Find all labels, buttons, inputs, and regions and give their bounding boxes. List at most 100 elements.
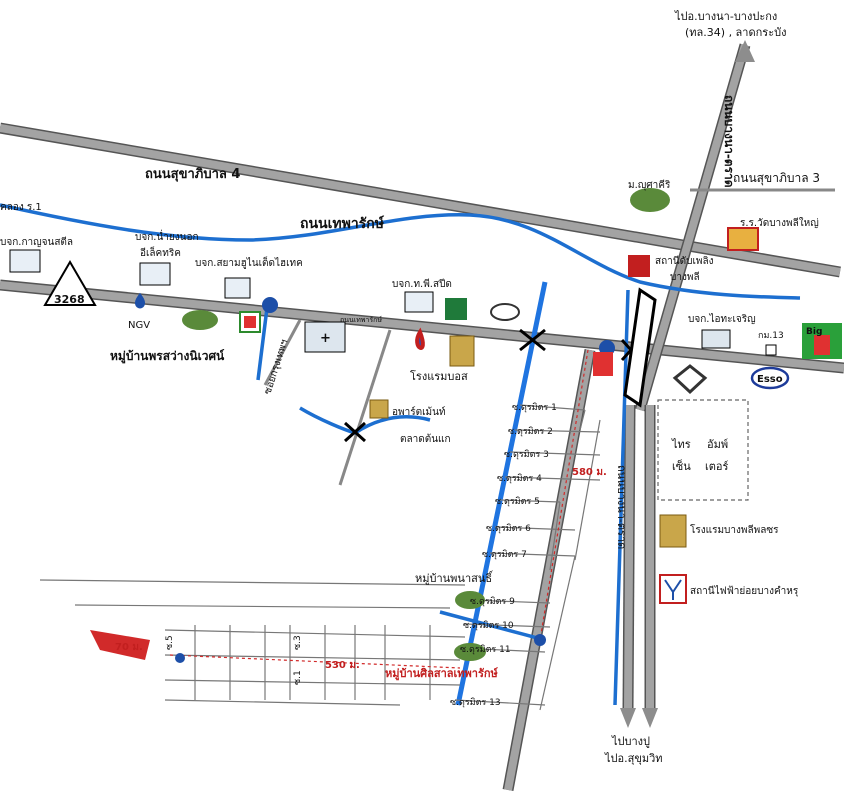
soi-label-7: ซ.ดุรมิตร 7 xyxy=(482,549,527,560)
tree-icons xyxy=(182,188,670,661)
place-village-thepharak: หมู่บ้านศิลสาลเทพารักษ์ xyxy=(385,667,499,681)
grid-line-4 xyxy=(164,654,461,661)
soi-label-10: ซ.ดุรมิตร 10 xyxy=(463,620,514,631)
hotel-bangphli-icon xyxy=(659,514,687,548)
road-sukhaphiban4-fill xyxy=(0,124,841,276)
center-box xyxy=(657,399,749,501)
place-center3: เซ็น xyxy=(672,459,691,473)
distance-70: 70 ม. xyxy=(115,642,143,653)
arrow-down-left-icon xyxy=(620,708,636,728)
soi-3-label: ซ.3 xyxy=(293,635,303,650)
ngv-icon xyxy=(135,292,145,309)
place-mahidol: ม.ญุศาคีริ xyxy=(628,179,671,191)
bridge-market xyxy=(343,421,367,443)
soi-label-13: ซ.ดุรมิตร 13 xyxy=(450,697,501,708)
seven-eleven-icon xyxy=(239,311,261,333)
soi-label-2: ซ.ดุรมิตร 2 xyxy=(508,426,553,437)
temple-icon xyxy=(727,227,759,251)
grid-line-5 xyxy=(164,679,461,686)
hospital-cross: + xyxy=(320,331,331,346)
soi-5-label: ซ.5 xyxy=(165,635,175,650)
soi-label-1: ซ.ดุรมิตร 1 xyxy=(512,402,557,413)
esso-icon xyxy=(750,366,790,390)
place-substation: สถานีไฟฟ้าย่อยบางคำหรุ xyxy=(690,585,799,597)
road-label-sukhaphiban4: ถนนสุขาภิบาล 4 xyxy=(145,167,240,182)
soi-labels: ซ.ดุรมิตร 1 ซ.ดุรมิตร 2 ซ.ดุรมิตร 3 ซ.ดุ… xyxy=(450,402,557,708)
tpc-logo-icon xyxy=(445,298,467,320)
place-km13: กม.13 xyxy=(758,331,784,341)
canal-bottom xyxy=(439,610,546,642)
road-bangna-trad-fill xyxy=(636,43,749,412)
route-3268-icon xyxy=(43,260,97,306)
road-label-to-bangna: ไปอ.บางนา-บางปะกง xyxy=(674,10,777,23)
canal-vertical-left xyxy=(256,299,270,381)
road-label-to-sukhumvit: ไปอ.สุขุมวิท xyxy=(604,752,663,765)
road-label-bangna-bottom: ถนนบางนา-ตราด xyxy=(615,465,628,549)
place-electric2: อีเล็คทริค xyxy=(140,245,181,259)
arrow-down-right-icon xyxy=(642,708,658,728)
road-label-to-bangna-sub: (ทล.34) , ลาดกระบัง xyxy=(685,26,786,39)
bridge-thepharak xyxy=(519,328,546,352)
place-fire-station: สถานีดับเพลิง xyxy=(655,255,714,267)
distance-580: 580 ม. xyxy=(572,467,607,478)
road-label-thepharak-sign: ถนนเทพารักษ์ xyxy=(340,316,382,324)
road-soi-krungthep xyxy=(263,319,302,386)
place-village-manasin: หมู่บ้านพนาสนธิ์ xyxy=(415,570,494,585)
canal-bangna-left xyxy=(613,289,630,706)
place-center4: เตอร์ xyxy=(705,460,729,473)
place-center: ไทร xyxy=(671,438,691,451)
substation-icon xyxy=(659,574,687,604)
grid-top-line xyxy=(39,579,466,586)
bank-building-icon xyxy=(701,329,731,349)
hotel-boss-icon xyxy=(449,335,475,367)
red-area xyxy=(90,630,150,660)
place-kanjanasil: บจก.กาญจนสตีล xyxy=(0,236,73,248)
fire-station-icon xyxy=(628,255,650,277)
road-label-to-bangpoo: ไปบางปู xyxy=(611,735,650,748)
apartment-icon xyxy=(369,399,389,419)
place-hotel-bangphli: โรงแรมบางพลีพลซร xyxy=(690,523,779,536)
place-tpc: บจก.ท.พี.สปีด xyxy=(392,278,452,290)
soi-label-4: ซ.ดุรมิตร 4 xyxy=(497,473,542,484)
hospital-icon xyxy=(304,321,346,353)
factory-icon xyxy=(9,249,434,313)
canal-top xyxy=(0,203,801,300)
road-label-soi-krungthep: ซอยกรุงเทพฯ xyxy=(262,338,290,396)
soi-label-5: ซ.ดุรมิตร 5 xyxy=(495,496,540,507)
grid-line-6 xyxy=(164,699,401,706)
place-market: ตลาดต้นแก xyxy=(400,433,451,445)
dash-580 xyxy=(539,349,589,641)
place-bank: บจก.ไอทะเจริญ xyxy=(688,313,756,325)
c-store-icon xyxy=(593,352,613,376)
km13-icon xyxy=(765,344,777,356)
route-3268-label: 3268 xyxy=(54,293,85,306)
soi-label-3: ซ.ดุรมิตร 3 xyxy=(504,449,549,460)
road-bangna-lower-left-fill xyxy=(624,404,634,711)
ptt-icon xyxy=(415,327,425,350)
soi-label-9: ซ.ดุรมิตร 9 xyxy=(470,596,515,607)
place-apartment: อพาร์ตเม้นท์ xyxy=(392,406,446,418)
road-apartment xyxy=(338,329,392,486)
dash-530 xyxy=(169,654,461,669)
road-label-khlong-left: คลอง ร.1 xyxy=(0,202,42,213)
road-label-sukhaphiban3: ถนนสุขาภิบาล 3 xyxy=(733,171,820,186)
place-temple: ร.ร.วัดบางพลีใหญ่ xyxy=(740,217,819,229)
place-center2: อัมพ์ xyxy=(707,438,728,451)
place-village-prasawang: หมู่บ้านพรสว่างนิเวศน์ xyxy=(110,349,225,364)
hino-icon xyxy=(490,303,520,321)
place-hotel-boss: โรงแรมบอส xyxy=(410,369,468,383)
place-big-c: Big xyxy=(806,327,822,337)
soi-label-11: ซ.ดุรมิตร 11 xyxy=(460,644,511,655)
grid-line-2 xyxy=(74,604,451,609)
road-label-thepharak: ถนนเทพารักษ์ xyxy=(300,215,384,232)
scb-icon xyxy=(672,364,708,395)
canal-durmit xyxy=(455,281,548,706)
place-electric: บจก.น่ำยงนอก xyxy=(135,229,199,243)
overpass xyxy=(623,287,657,408)
place-fire-station2: บางพลี xyxy=(670,271,700,283)
soi-label-6: ซ.ดุรมิตร 6 xyxy=(486,523,531,534)
soi-1-label: ซ.1 xyxy=(293,670,303,685)
place-siam-fiber: บจก.สยามฮูไนเต็ดไฮเทค xyxy=(195,255,303,269)
grid-verticals xyxy=(194,625,431,700)
